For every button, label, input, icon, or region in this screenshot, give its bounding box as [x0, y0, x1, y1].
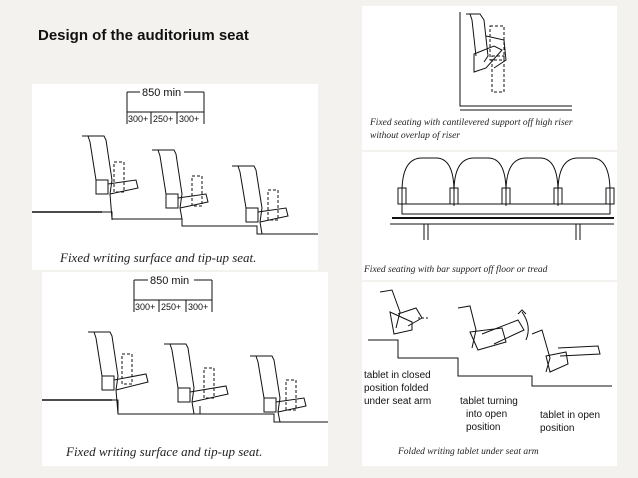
- figure-bottom-right: tablet in closed position folded under s…: [362, 282, 617, 466]
- figure-top-left: 850 min 300+ 250+ 300+ Fixed writing sur…: [32, 84, 318, 270]
- dimension-part-3: 300+: [179, 114, 199, 124]
- diagram-fixed-writing-surface-bottom: 850 min 300+ 250+ 300+: [42, 275, 328, 423]
- diagram-folded-writing-tablet: [368, 289, 612, 387]
- figure-bottom-left: 850 min 300+ 250+ 300+ Fixed writing sur…: [42, 272, 328, 466]
- caption-middle-right: Fixed seating with bar support off floor…: [364, 265, 548, 275]
- label-turning-line1: tablet turning: [460, 396, 518, 407]
- label-open-line1: tablet in open: [540, 410, 601, 421]
- label-turning-line2: into open: [466, 409, 508, 420]
- dimension-part-2: 250+: [153, 114, 173, 124]
- diagram-bar-support-row: [390, 157, 615, 240]
- label-closed-line3: under seat arm: [364, 396, 432, 407]
- figure-middle-right: Fixed seating with bar support off floor…: [362, 152, 617, 280]
- diagram-cantilevered-support: [459, 12, 572, 111]
- dimension-part-2: 250+: [161, 302, 181, 312]
- dimension-part-3: 300+: [188, 302, 208, 312]
- dimension-main-label: 850 min: [142, 87, 181, 99]
- label-open-line2: position: [540, 423, 575, 434]
- label-closed-line1: tablet in closed: [364, 370, 431, 381]
- dimension-main-label: 850 min: [150, 275, 189, 287]
- slide-title: Design of the auditorium seat: [38, 27, 249, 44]
- dimension-part-1: 300+: [128, 114, 148, 124]
- caption-bottom-left: Fixed writing surface and tip-up seat.: [66, 444, 263, 459]
- caption-top-left: Fixed writing surface and tip-up seat.: [60, 250, 257, 265]
- label-turning-line3: position: [466, 422, 501, 433]
- figure-top-right: Fixed seating with cantilevered support …: [362, 6, 617, 150]
- caption-top-right-line1: Fixed seating with cantilevered support …: [370, 118, 573, 128]
- diagram-fixed-writing-surface-top: 850 min 300+ 250+ 300+: [32, 87, 318, 235]
- dimension-part-1: 300+: [135, 302, 155, 312]
- caption-bottom-right: Folded writing tablet under seat arm: [398, 447, 539, 457]
- caption-top-right-line2: without overlap of riser: [370, 131, 460, 141]
- label-closed-line2: position folded: [364, 383, 429, 394]
